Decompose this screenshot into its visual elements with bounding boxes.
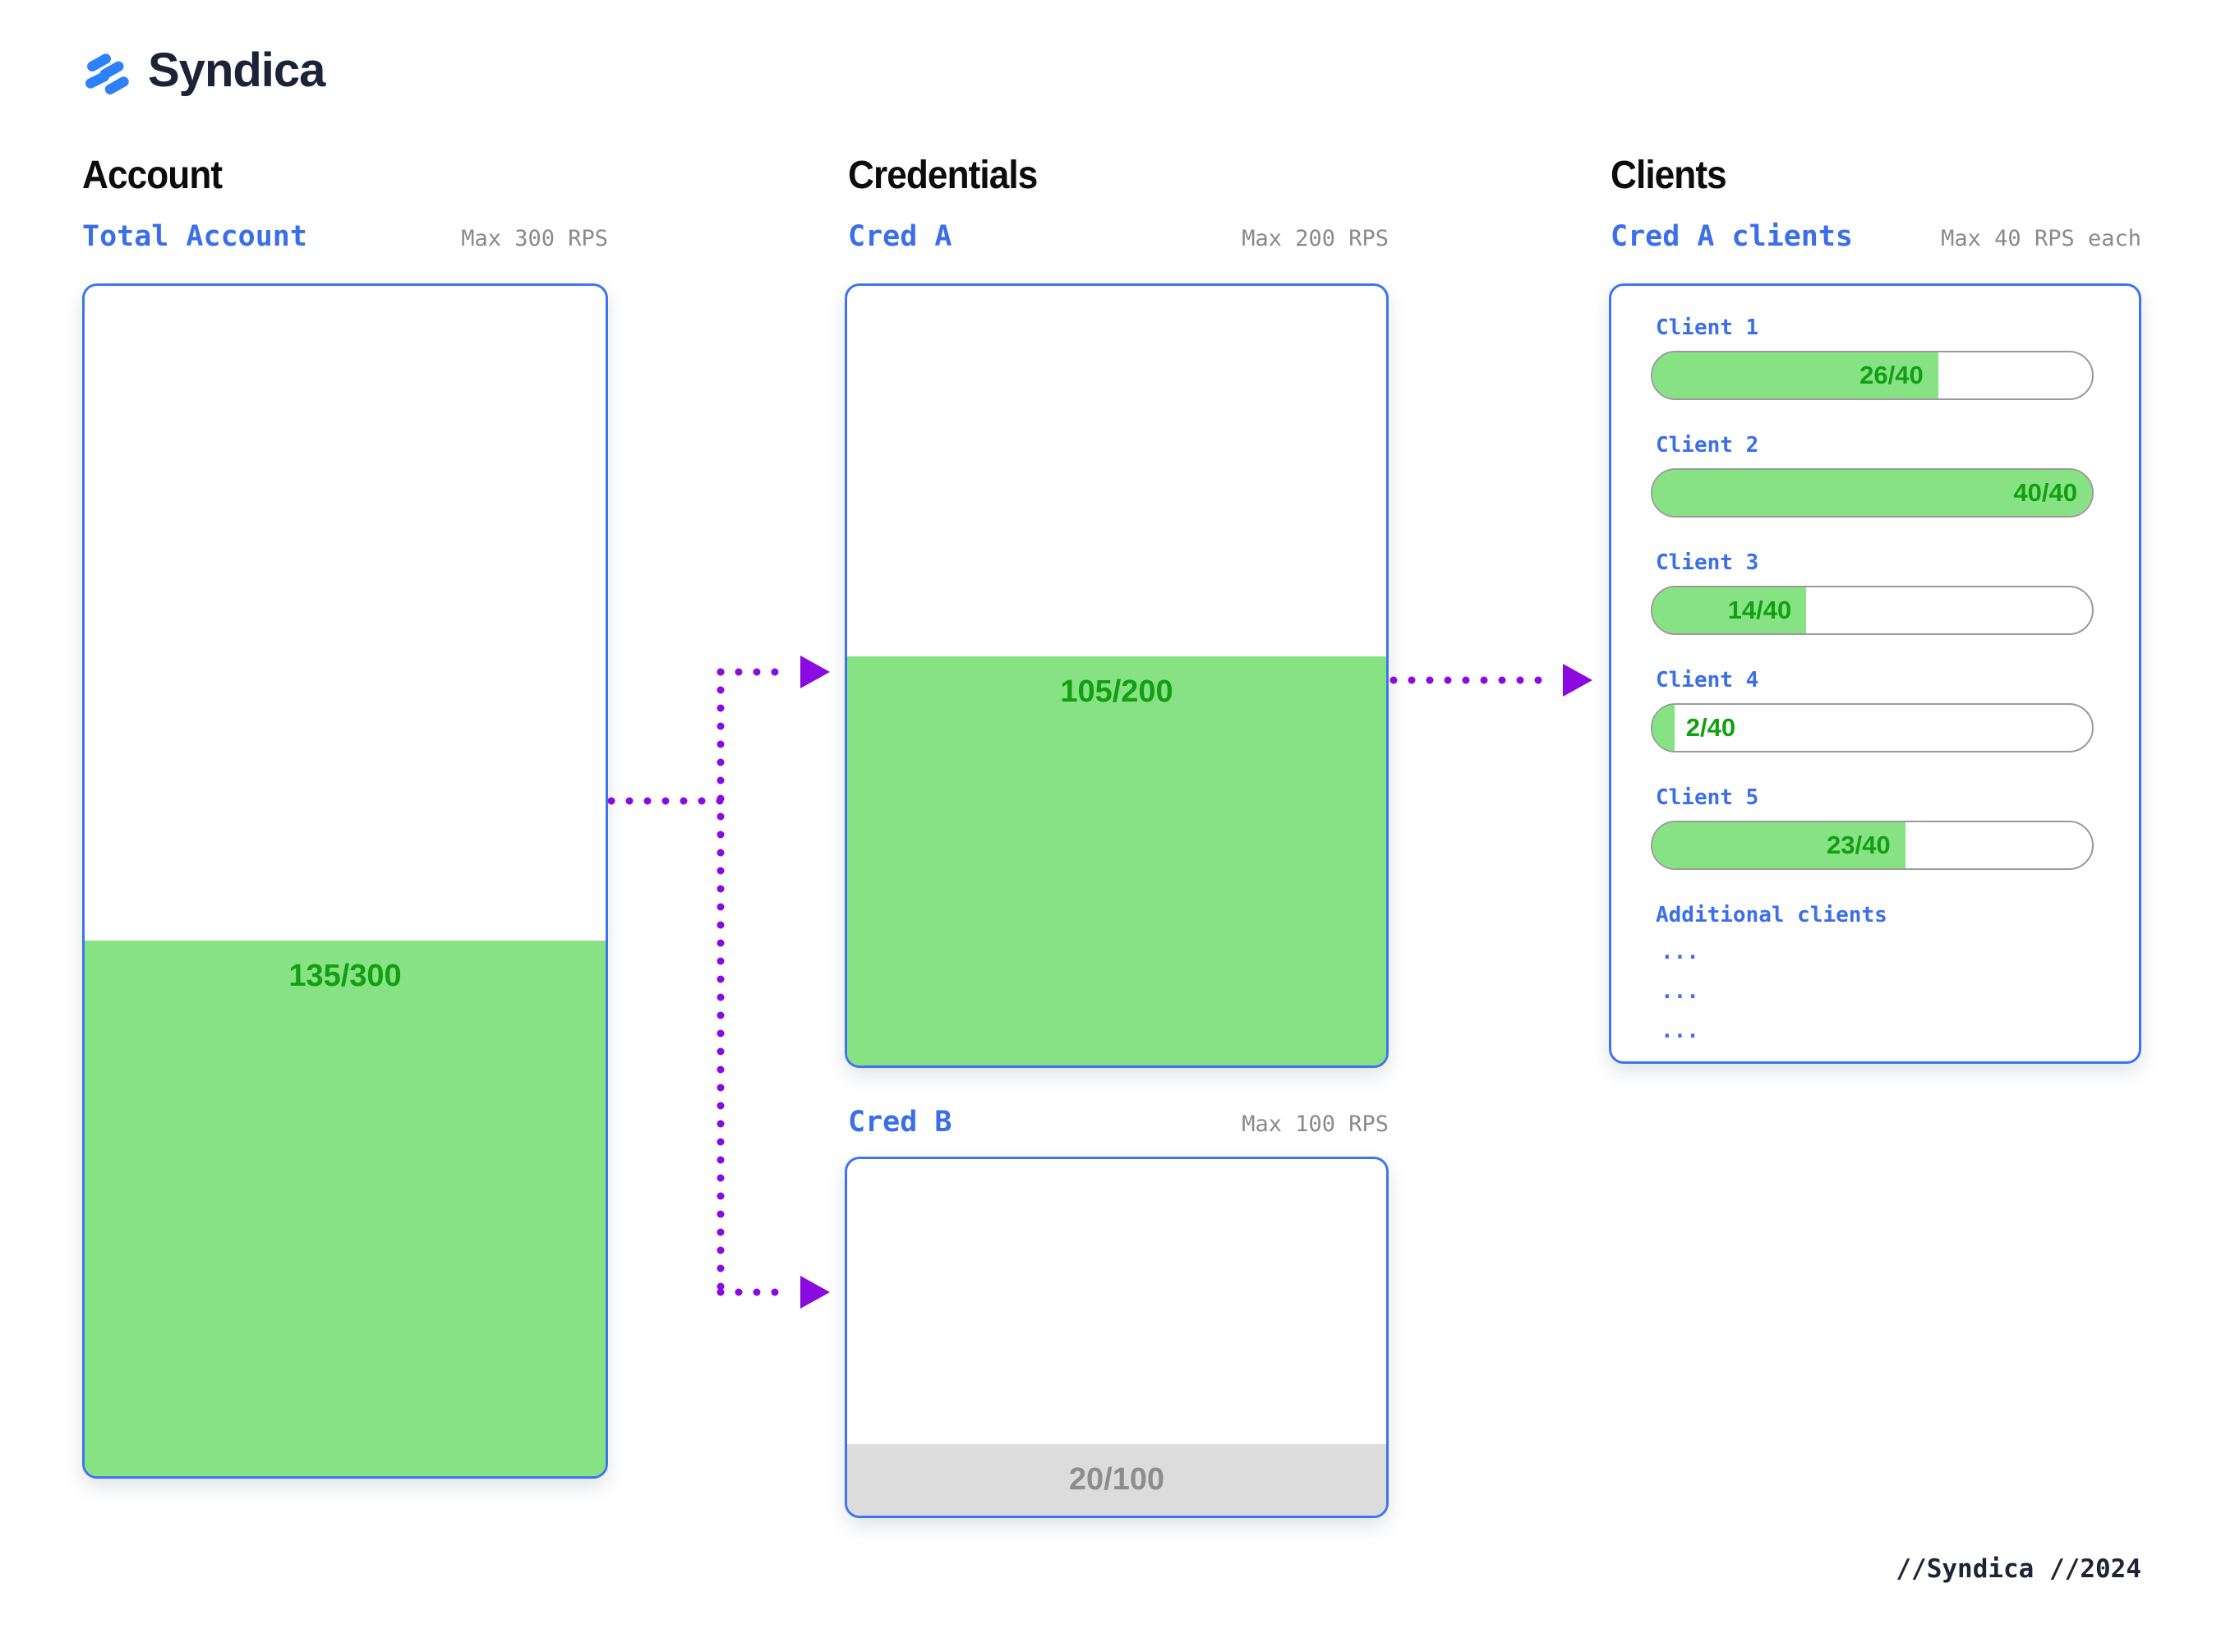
clients-panel: Client 1 26/40 Client 2 40/40 Client 3 1… [1609,283,2141,1064]
cred-a-limit-label: Max 200 RPS [1242,226,1389,251]
client-5-label: Client 5 [1656,785,1759,810]
client-1-usage-fill [1652,352,1938,398]
cred-b-usage-fill: 20/100 [847,1444,1386,1516]
cred-a-usage-fill: 105/200 [847,656,1386,1065]
cred-a-usage-value: 105/200 [1060,674,1173,709]
client-5-usage-fill [1652,822,1906,868]
client-3-label: Client 3 [1656,550,1759,575]
additional-client-ellipsis: ... [1661,979,1699,1004]
logo-wordmark: Syndica [148,44,325,97]
arrowhead-cred-a [800,656,830,688]
cred-b-label: Cred B [848,1106,952,1139]
account-usage-fill: 135/300 [85,940,606,1476]
client-3-usage-fill [1652,587,1807,633]
client-4-usage-value: 2/40 [1685,713,1736,742]
client-row: Client 1 26/40 [1651,315,2094,400]
client-1-usage-value: 26/40 [1859,361,1924,389]
cred-b-usage-tank: 20/100 [845,1157,1389,1518]
client-row: Client 5 23/40 [1651,785,2094,870]
syndica-logo-icon [85,53,129,94]
additional-client-ellipsis: ... [1661,940,1699,964]
client-row: Client 2 40/40 [1651,433,2094,518]
additional-clients-label: Additional clients [1656,903,1887,927]
cred-a-label: Cred A [848,220,952,253]
account-column-heading: Account [82,154,223,197]
cred-b-card-header: Cred B Max 100 RPS [848,1106,1389,1139]
client-2-usage-value: 40/40 [2013,478,2077,507]
client-2-usage-bar: 40/40 [1651,468,2094,518]
account-usage-value: 135/300 [288,958,402,993]
client-1-usage-bar: 26/40 [1651,351,2094,400]
account-limit-label: Max 300 RPS [461,226,608,251]
client-4-usage-fill [1652,705,1675,751]
cred-a-clients-label: Cred A clients [1611,220,1854,253]
client-4-usage-bar: 2/40 [1651,703,2094,752]
client-1-label: Client 1 [1656,315,1759,340]
additional-client-ellipsis: ... [1661,1019,1699,1043]
cred-b-usage-value: 20/100 [1068,1462,1165,1498]
client-2-label: Client 2 [1656,433,1759,458]
footer-credit: //Syndica //2024 [1896,1554,2141,1584]
client-row: Client 3 14/40 [1651,550,2094,635]
clients-card-header: Cred A clients Max 40 RPS each [1611,220,2141,253]
client-row: Client 4 2/40 [1651,668,2094,752]
client-3-usage-value: 14/40 [1727,596,1792,624]
clients-column-heading: Clients [1611,154,1727,197]
cred-a-card-header: Cred A Max 200 RPS [848,220,1389,253]
clients-limit-label: Max 40 RPS each [1941,226,2141,251]
total-account-label: Total Account [82,220,307,253]
client-2-usage-fill [1652,470,2092,516]
arrowhead-clients [1563,664,1592,697]
client-5-usage-bar: 23/40 [1651,821,2094,870]
client-3-usage-bar: 14/40 [1651,586,2094,635]
logo: Syndica [85,43,325,98]
client-4-label: Client 4 [1656,668,1759,693]
account-usage-tank: 135/300 [82,283,608,1479]
account-card-header: Total Account Max 300 RPS [82,220,608,253]
arrowhead-cred-b [800,1276,830,1309]
client-5-usage-value: 23/40 [1827,831,1891,859]
cred-b-limit-label: Max 100 RPS [1242,1111,1389,1137]
credentials-column-heading: Credentials [848,154,1038,197]
cred-a-usage-tank: 105/200 [845,283,1389,1068]
